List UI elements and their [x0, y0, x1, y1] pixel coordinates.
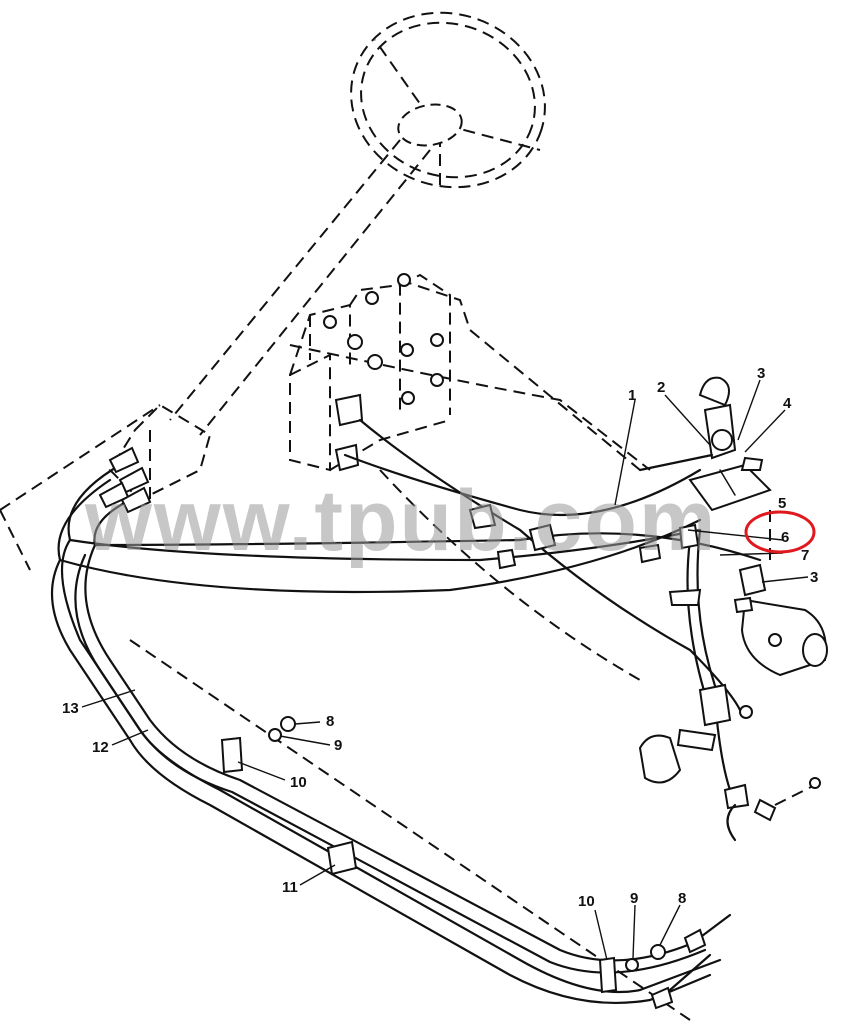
clamp-10-upper: [220, 716, 296, 774]
tube-end-fittings: [650, 913, 732, 1010]
callout-9-upper: 9: [334, 737, 342, 754]
control-valve-bank: [289, 273, 451, 472]
callout-4: 4: [783, 395, 792, 412]
callout-8-upper: 8: [326, 713, 334, 730]
callout-3-top: 3: [757, 365, 765, 382]
watermark-text: www.tpub.com: [84, 473, 717, 569]
callout-12: 12: [92, 739, 109, 756]
vehicle-frame-outline: [0, 279, 771, 1021]
clamp-11: [326, 840, 358, 876]
callout-labels: 1 2 3 4 5 6 7 3 13 12 8 9 10 11 10 9 8: [62, 365, 818, 910]
tube-12: [50, 538, 722, 1005]
callout-9-lower: 9: [630, 890, 638, 907]
leader-lines: [81, 379, 809, 961]
callout-2: 2: [657, 379, 665, 396]
callout-11: 11: [282, 879, 298, 896]
steering-wheel: [350, 11, 546, 189]
callout-8-lower: 8: [678, 890, 686, 907]
callout-3-right: 3: [810, 569, 818, 586]
mid-fittings: [468, 503, 700, 570]
clamp-10-lower: [598, 944, 666, 994]
callout-10-lower: 10: [578, 893, 595, 910]
callout-1: 1: [628, 387, 636, 404]
tube-13: [74, 543, 707, 974]
callout-7: 7: [801, 547, 809, 564]
lower-fittings: [638, 683, 821, 842]
hydraulic-tube-assembly: [57, 418, 762, 792]
callout-6: 6: [781, 529, 789, 546]
column-fittings: [98, 446, 152, 514]
steering-column: [108, 139, 431, 502]
highlight-circle-callout-6: [744, 510, 816, 554]
callout-10-upper: 10: [290, 774, 307, 791]
solenoid-assembly: [668, 563, 828, 677]
callout-13: 13: [62, 700, 79, 717]
callout-5: 5: [778, 495, 786, 512]
pressure-switch-assembly: [638, 376, 772, 512]
